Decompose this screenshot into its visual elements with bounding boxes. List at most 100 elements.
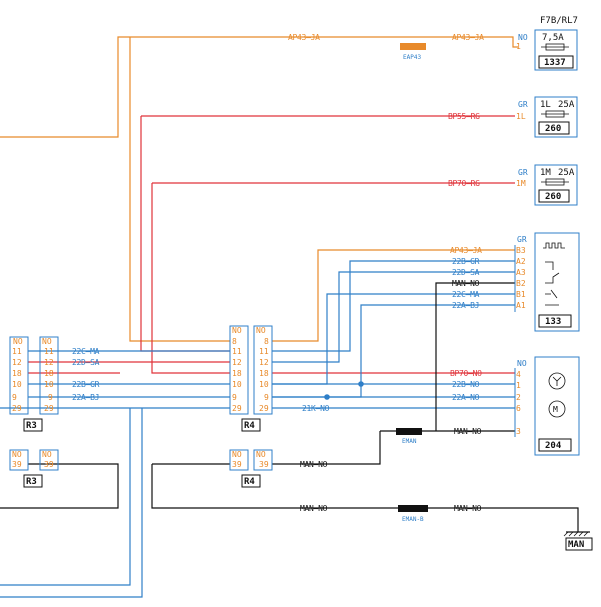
wire-bp55-down bbox=[140, 116, 230, 352]
wire-man-relay bbox=[435, 282, 515, 431]
splice-eman-b: EMAN-B bbox=[398, 505, 428, 523]
svg-text:12: 12 bbox=[259, 358, 269, 367]
svg-text:1: 1 bbox=[516, 381, 521, 390]
wire-label: MAN—NO bbox=[300, 504, 328, 513]
junction-dot bbox=[358, 381, 364, 387]
svg-text:9: 9 bbox=[232, 393, 237, 402]
svg-text:10: 10 bbox=[44, 380, 54, 389]
svg-text:18: 18 bbox=[259, 369, 269, 378]
svg-text:7,5A: 7,5A bbox=[542, 33, 564, 43]
connector-r4-39: NO NO 39 39 R4 bbox=[229, 449, 273, 488]
wire-label: MAN—NO bbox=[452, 279, 480, 288]
svg-text:2: 2 bbox=[516, 393, 521, 402]
svg-text:29: 29 bbox=[259, 404, 269, 413]
svg-text:9: 9 bbox=[48, 393, 53, 402]
svg-text:29: 29 bbox=[232, 404, 242, 413]
svg-text:8: 8 bbox=[264, 337, 269, 346]
svg-text:NO: NO bbox=[13, 337, 23, 346]
wires bbox=[0, 36, 579, 598]
svg-text:M: M bbox=[553, 405, 558, 414]
svg-text:10: 10 bbox=[232, 380, 242, 389]
connector-r3-39: NO NO 39 39 R3 bbox=[9, 449, 59, 488]
svg-text:NO: NO bbox=[256, 450, 266, 459]
wire-ap43-top bbox=[0, 36, 518, 138]
svg-text:A2: A2 bbox=[516, 257, 526, 266]
svg-text:F7B/RL7: F7B/RL7 bbox=[540, 16, 578, 26]
svg-text:18: 18 bbox=[44, 369, 54, 378]
svg-text:R3: R3 bbox=[26, 421, 37, 431]
svg-text:B1: B1 bbox=[516, 290, 526, 299]
svg-text:39: 39 bbox=[44, 460, 54, 469]
wire-man-r4b bbox=[272, 431, 381, 465]
wire-label: 22B—GR bbox=[452, 257, 480, 266]
svg-text:NO: NO bbox=[42, 450, 52, 459]
svg-text:EMAN: EMAN bbox=[402, 438, 417, 445]
svg-text:NO: NO bbox=[232, 326, 242, 335]
wire-22b-relay bbox=[272, 260, 515, 352]
wire-labels: AP43—JA AP43—JA BP55—RG BP70—RG AP43—JA … bbox=[72, 33, 484, 513]
svg-text:B3: B3 bbox=[516, 246, 526, 255]
splice-eman: EMAN bbox=[396, 428, 422, 445]
wire-label: 22A—BJ bbox=[72, 393, 99, 402]
wire-label: AP43—JA bbox=[450, 246, 482, 255]
svg-text:A1: A1 bbox=[516, 301, 526, 310]
svg-text:133: 133 bbox=[545, 317, 561, 327]
svg-text:39: 39 bbox=[232, 460, 242, 469]
svg-text:10: 10 bbox=[12, 380, 22, 389]
wire-label: AP43—JA bbox=[452, 33, 484, 42]
wire-label: AP43—JA bbox=[288, 33, 320, 42]
svg-text:39: 39 bbox=[259, 460, 269, 469]
svg-text:12: 12 bbox=[232, 358, 242, 367]
svg-text:12: 12 bbox=[44, 358, 54, 367]
wire-label: 22B—NO bbox=[452, 380, 480, 389]
svg-text:10: 10 bbox=[259, 380, 269, 389]
wire-left-bottom2 bbox=[0, 408, 143, 598]
svg-text:A3: A3 bbox=[516, 268, 526, 277]
wire-ap43-relay bbox=[272, 249, 515, 342]
wire-label: 22C—MA bbox=[72, 347, 100, 356]
fuse-f7b: F7B/RL7 7,5A 1337 NO 1 bbox=[516, 16, 578, 71]
fuse-1m: 1M 25A 260 GR 1M bbox=[516, 164, 578, 206]
svg-text:R4: R4 bbox=[244, 477, 255, 487]
svg-text:NO: NO bbox=[42, 337, 52, 346]
wire-label: BP70—RG bbox=[448, 179, 480, 188]
svg-text:GR: GR bbox=[518, 100, 528, 109]
ground-symbol: MAN bbox=[563, 531, 593, 551]
wire-man-r3b bbox=[0, 463, 119, 509]
svg-text:9: 9 bbox=[264, 393, 269, 402]
svg-text:11: 11 bbox=[259, 347, 269, 356]
svg-text:18: 18 bbox=[232, 369, 242, 378]
svg-text:260: 260 bbox=[545, 192, 561, 202]
svg-text:8: 8 bbox=[232, 337, 237, 346]
connector-r4: NO NO 8 11 12 18 10 9 29 8 11 12 18 10 9… bbox=[229, 325, 273, 432]
wire-label: 22D—SA bbox=[452, 268, 480, 277]
svg-text:25A: 25A bbox=[558, 100, 575, 110]
svg-text:1337: 1337 bbox=[544, 58, 566, 68]
svg-text:25A: 25A bbox=[558, 168, 575, 178]
svg-text:NO: NO bbox=[256, 326, 266, 335]
svg-text:29: 29 bbox=[44, 404, 54, 413]
wire-left-bottom bbox=[0, 408, 131, 586]
svg-text:NO: NO bbox=[517, 359, 527, 368]
wire-label: 22A—NO bbox=[452, 393, 480, 402]
wire-label: 22A—BJ bbox=[452, 301, 479, 310]
svg-text:11: 11 bbox=[12, 347, 22, 356]
motor-204: NO 4 1 2 6 3 M 204 bbox=[514, 356, 580, 456]
svg-text:39: 39 bbox=[12, 460, 22, 469]
svg-text:9: 9 bbox=[12, 393, 17, 402]
svg-text:MAN: MAN bbox=[568, 540, 584, 550]
svg-text:1L: 1L bbox=[540, 100, 551, 110]
wire-label: BP70—NO bbox=[450, 369, 482, 378]
svg-text:11: 11 bbox=[232, 347, 242, 356]
wire-label: BP55—RG bbox=[448, 112, 480, 121]
svg-text:204: 204 bbox=[545, 441, 562, 451]
connector-r3: NO NO 11 12 18 10 9 29 11 12 18 10 9 29 … bbox=[9, 336, 59, 432]
svg-text:R3: R3 bbox=[26, 477, 37, 487]
relay-133: GR B3 A2 A3 B2 B1 A1 133 bbox=[514, 232, 580, 332]
svg-text:EAP43: EAP43 bbox=[403, 54, 421, 61]
svg-text:3: 3 bbox=[516, 427, 521, 436]
svg-text:B2: B2 bbox=[516, 279, 526, 288]
wire-label: 22D—SA bbox=[72, 358, 100, 367]
svg-text:1: 1 bbox=[516, 42, 521, 51]
